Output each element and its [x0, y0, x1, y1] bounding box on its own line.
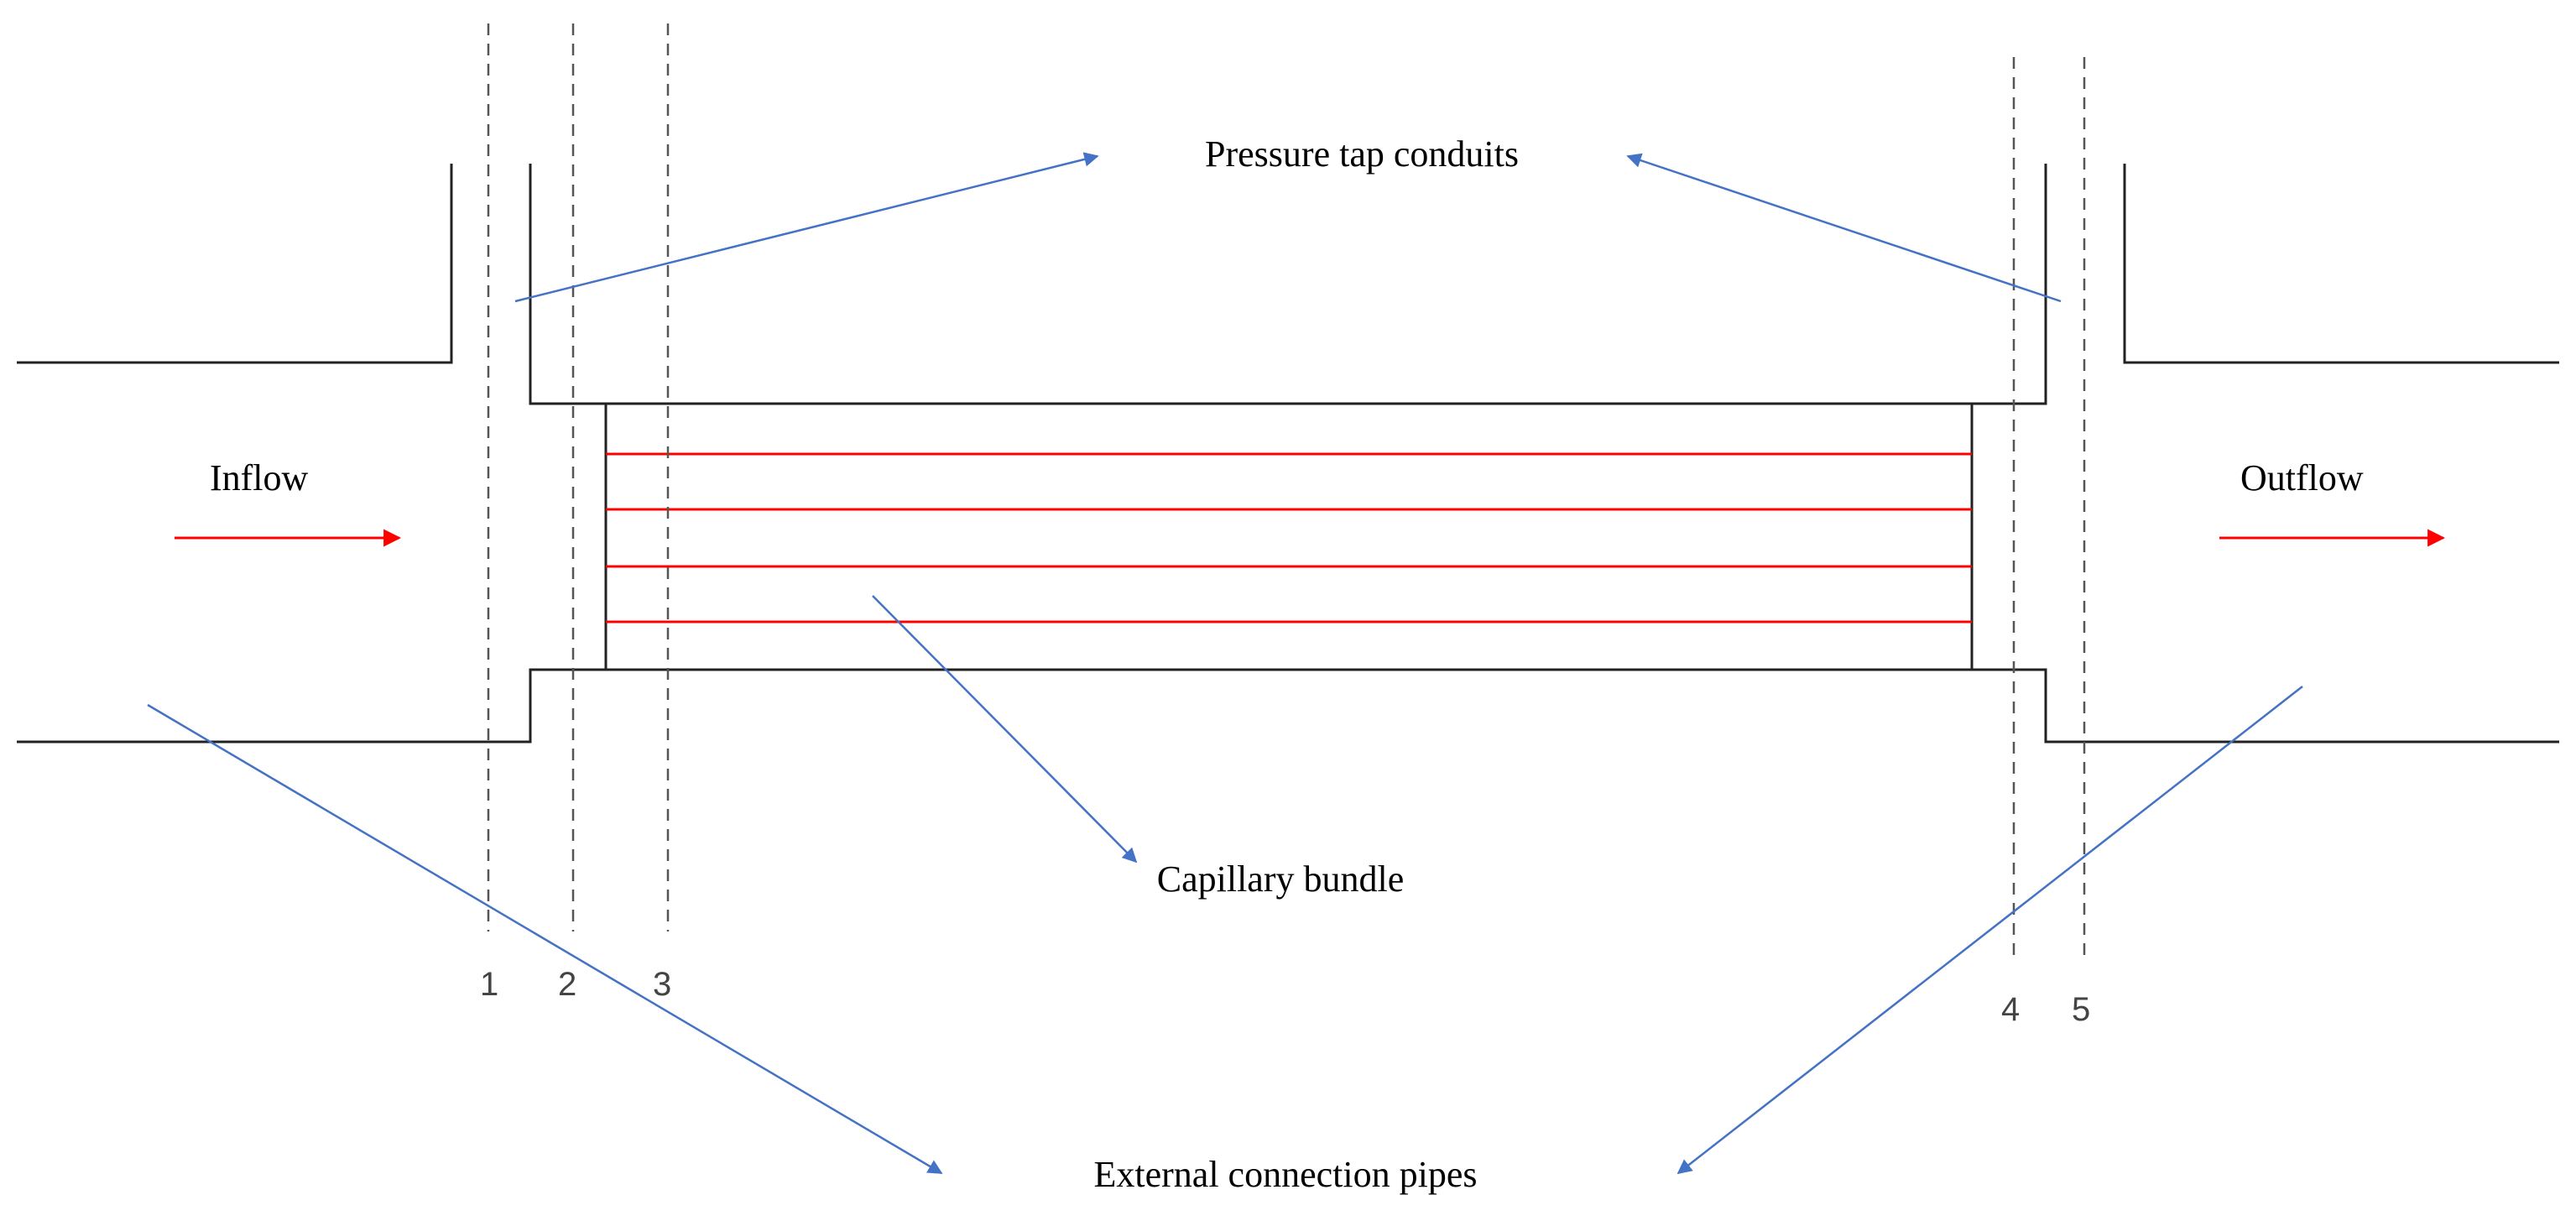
right-pipe-upper-wall: [2123, 164, 2559, 364]
left-pipe-upper-wall: [17, 164, 453, 364]
left-pipe-lower-wall: [17, 668, 606, 744]
external-pipe-pointer-left: [147, 703, 943, 1175]
outflow-label: Outflow: [2240, 457, 2364, 498]
pressure-tap-pointer-right: [1626, 153, 2062, 303]
capillary-lines: [606, 452, 1972, 624]
right-pipe-lower-wall: [1972, 668, 2559, 744]
left-pipe-walls: [17, 164, 606, 744]
inflow-label: Inflow: [210, 457, 309, 498]
section-number-3: 3: [653, 966, 671, 1003]
left-tap-inner-wall: [529, 164, 606, 405]
right-pipe-walls: [1972, 164, 2559, 744]
section-number-1: 1: [480, 966, 498, 1003]
section-number-4: 4: [2001, 991, 2020, 1028]
capillary-bundle-label: Capillary bundle: [1157, 858, 1405, 900]
capillary-pointer: [872, 595, 1138, 864]
section-numbers: 1 2 3 4 5: [480, 966, 2090, 1028]
section-number-5: 5: [2072, 991, 2090, 1028]
pointer-arrows: [147, 152, 2303, 1175]
capillary-bundle-body: [604, 402, 1974, 671]
right-tap-inner-wall: [1972, 164, 2047, 405]
external-pipe-pointer-right: [1676, 686, 2303, 1175]
external-pipes-label: External connection pipes: [1094, 1154, 1478, 1195]
pressure-tap-pointer-left: [514, 152, 1099, 303]
pressure-tap-label: Pressure tap conduits: [1205, 133, 1519, 175]
section-lines: [487, 23, 2086, 963]
section-number-2: 2: [558, 966, 576, 1003]
